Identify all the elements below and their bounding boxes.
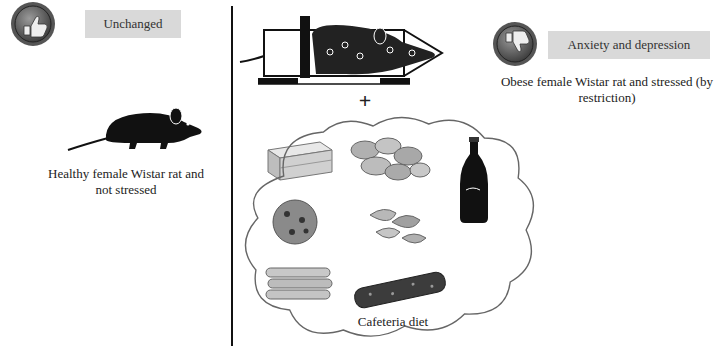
rat-description: Obese female Wistar rat and stressed (by… bbox=[498, 74, 716, 107]
divider-line bbox=[231, 6, 233, 346]
thumbs-down-icon bbox=[493, 22, 537, 66]
soda-bottle bbox=[460, 137, 488, 223]
cereal-flakes bbox=[351, 138, 430, 180]
status-text: Unchanged bbox=[103, 16, 162, 32]
status-box: Unchanged bbox=[85, 10, 181, 38]
salami bbox=[353, 271, 447, 310]
chips bbox=[370, 209, 426, 243]
plus-sign: + bbox=[352, 90, 378, 112]
status-box: Anxiety and depression bbox=[548, 31, 710, 59]
cloud-outline bbox=[244, 116, 542, 342]
cake-slice bbox=[268, 142, 332, 180]
restraint-tube bbox=[240, 16, 442, 84]
diet-cloud: Cafeteria diet bbox=[244, 116, 542, 342]
sausages bbox=[266, 268, 332, 299]
status-text: Anxiety and depression bbox=[568, 37, 691, 53]
diet-caption: Cafeteria diet bbox=[244, 314, 542, 330]
thumbs-up-icon bbox=[11, 2, 55, 46]
cookie bbox=[273, 200, 317, 244]
healthy-rat bbox=[68, 108, 202, 150]
rat-description: Healthy female Wistar rat and not stress… bbox=[44, 166, 208, 199]
